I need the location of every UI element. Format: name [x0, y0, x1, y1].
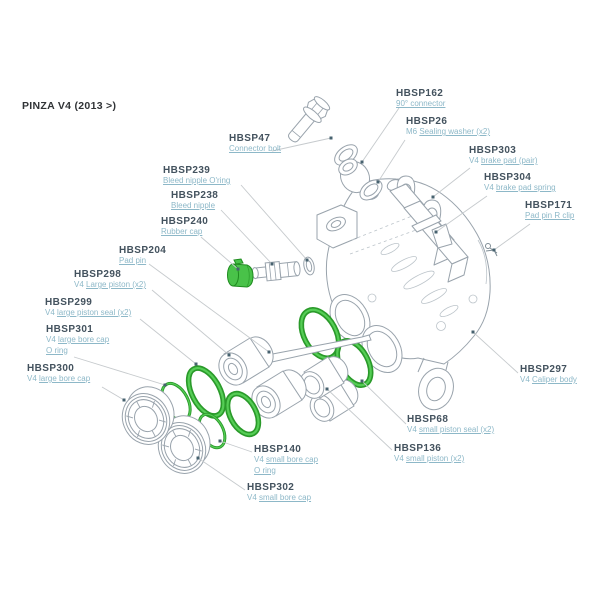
- label-hbsp304: HBSP304 V4 brake pad spring: [484, 172, 556, 194]
- label-hbsp302: HBSP302 V4 small bore cap: [247, 482, 311, 504]
- bleed-nipple-drawing: [251, 260, 301, 282]
- part-desc: Bleed nipple O'ring: [163, 176, 231, 185]
- part-desc: V4 brake pad spring: [484, 183, 556, 192]
- part-desc: V4 small piston (x2): [394, 454, 465, 463]
- part-code: HBSP299: [45, 297, 93, 308]
- marker-dots: [122, 136, 496, 460]
- label-hbsp238: HBSP238 Bleed nipple: [171, 190, 218, 212]
- part-desc: V4 brake pad (pair): [469, 156, 538, 165]
- label-hbsp204: HBSP204 Pad pin: [119, 245, 166, 267]
- small-pistons-drawing: [299, 356, 359, 422]
- part-code: HBSP136: [394, 443, 442, 454]
- label-hbsp301: HBSP301 V4 large bore cap O ring: [46, 324, 109, 356]
- part-code: HBSP140: [254, 444, 302, 455]
- label-hbsp171: HBSP171 Pad pin R clip: [525, 200, 574, 222]
- part-code: HBSP239: [163, 165, 211, 176]
- part-desc: V4 Large piston (x2): [74, 280, 147, 289]
- part-code: HBSP162: [396, 88, 444, 99]
- part-code: HBSP26: [406, 116, 448, 127]
- part-desc: Pad pin R clip: [525, 211, 575, 220]
- part-code: HBSP304: [484, 172, 532, 183]
- part-code: HBSP297: [520, 364, 568, 375]
- part-desc: V4 small bore cap: [254, 455, 319, 464]
- part-code: HBSP47: [229, 133, 271, 144]
- large-piston-seals-drawing: [185, 365, 262, 438]
- part-desc: Connector bolt: [229, 144, 282, 153]
- label-hbsp162: HBSP162 90° connector: [396, 88, 445, 110]
- part-desc: Rubber cap: [161, 227, 203, 236]
- part-code: HBSP302: [247, 482, 295, 493]
- part-desc: Pad pin: [119, 256, 147, 265]
- part-code: HBSP300: [27, 363, 75, 374]
- label-hbsp68: HBSP68 V4 small piston seal (x2): [407, 414, 494, 436]
- bore-caps-drawing: [121, 386, 211, 474]
- part-desc-line2: O ring: [254, 465, 276, 475]
- label-hbsp136: HBSP136 V4 small piston (x2): [394, 443, 464, 465]
- part-desc: V4 large piston seal (x2): [45, 308, 132, 317]
- part-code: HBSP68: [407, 414, 449, 425]
- part-code: HBSP240: [161, 216, 209, 227]
- label-hbsp140: HBSP140 V4 small bore cap O ring: [254, 444, 318, 476]
- label-hbsp299: HBSP299 V4 large piston seal (x2): [45, 297, 131, 319]
- leader-lines: [73, 107, 531, 491]
- part-desc: Bleed nipple: [171, 201, 216, 210]
- part-desc: V4 Caliper body: [520, 375, 577, 384]
- part-desc: 90° connector: [396, 99, 446, 108]
- label-hbsp300: HBSP300 V4 large bore cap: [27, 363, 90, 385]
- part-desc-line2: O ring: [46, 345, 68, 355]
- part-code: HBSP171: [525, 200, 573, 211]
- caliper-body-drawing: [316, 178, 491, 411]
- part-code: HBSP303: [469, 145, 517, 156]
- label-hbsp303: HBSP303 V4 brake pad (pair): [469, 145, 538, 167]
- part-code: HBSP238: [171, 190, 219, 201]
- label-hbsp240: HBSP240 Rubber cap: [161, 216, 208, 238]
- label-hbsp239: HBSP239 Bleed nipple O'ring: [163, 165, 230, 187]
- part-desc: V4 small piston seal (x2): [407, 425, 495, 434]
- part-desc: V4 small bore cap: [247, 493, 312, 502]
- connector-bolt-drawing: [288, 96, 383, 201]
- part-code: HBSP298: [74, 269, 122, 280]
- bleed-nipple-oring-drawing: [303, 256, 315, 276]
- part-desc: V4 large bore cap: [46, 335, 110, 344]
- large-pistons-drawing: [218, 336, 307, 419]
- part-code: HBSP301: [46, 324, 94, 335]
- label-hbsp47: HBSP47 Connector bolt: [229, 133, 281, 155]
- page-title: PINZA V4 (2013 >): [22, 100, 117, 112]
- part-desc: M6 Sealing washer (x2): [406, 127, 491, 136]
- label-hbsp297: HBSP297 V4 Caliper body: [520, 364, 577, 386]
- part-desc: V4 large bore cap: [27, 374, 91, 383]
- label-hbsp26: HBSP26 M6 Sealing washer (x2): [406, 116, 490, 138]
- label-hbsp298: HBSP298 V4 Large piston (x2): [74, 269, 146, 291]
- part-code: HBSP204: [119, 245, 167, 256]
